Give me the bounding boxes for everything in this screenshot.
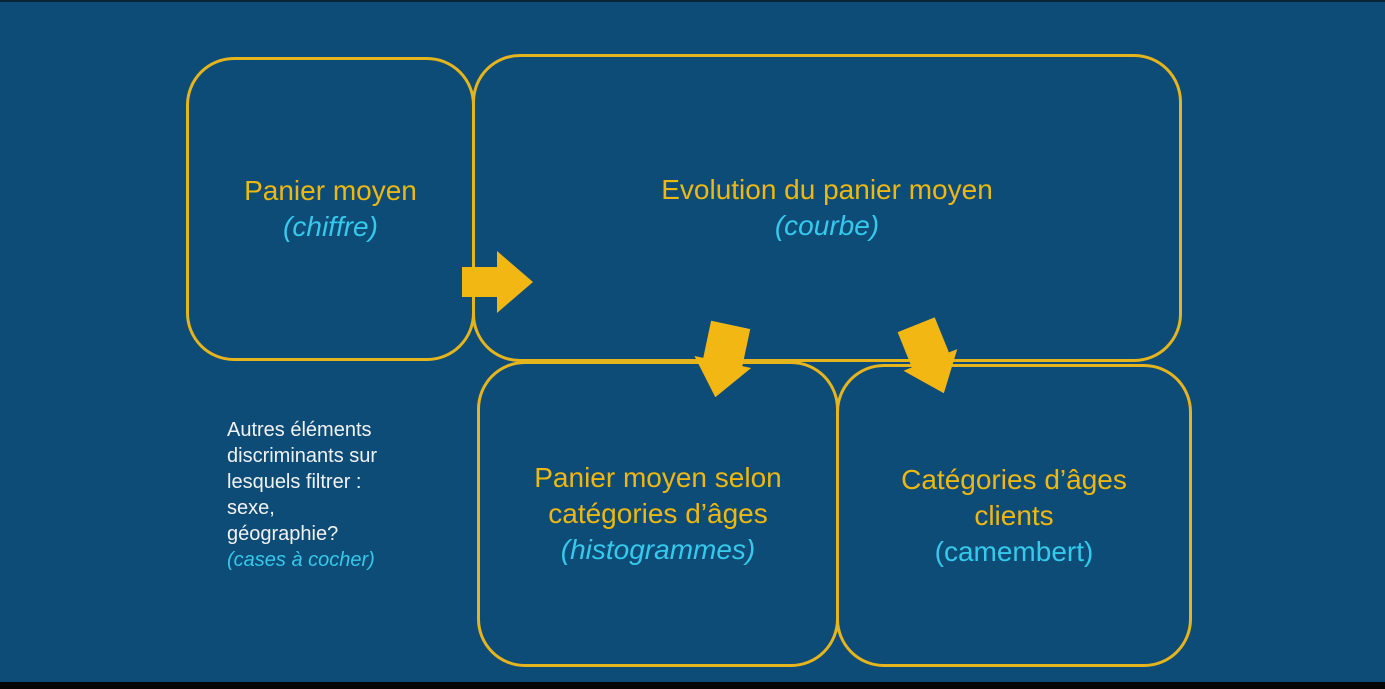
box-text: Evolution du panier moyen (courbe) xyxy=(475,172,1179,244)
note-line: géographie? xyxy=(227,523,339,545)
note-line: lesquels filtrer : xyxy=(227,471,362,493)
box-text: Panier moyen selon catégories d’âges (hi… xyxy=(480,460,836,568)
box-subtitle: (histogrammes) xyxy=(560,534,756,565)
box-title: Evolution du panier moyen xyxy=(661,174,993,205)
box-title-line-2: clients xyxy=(974,499,1054,531)
box-subtitle: (courbe) xyxy=(774,210,880,241)
bottom-edge-strip xyxy=(0,682,1385,689)
filter-note: Autres éléments discriminants sur lesque… xyxy=(227,417,437,573)
note-annotation: (cases à cocher) xyxy=(227,549,375,571)
box-categories-ages-clients: Catégories d’âges clients (camembert) xyxy=(836,364,1192,667)
box-panier-moyen: Panier moyen (chiffre) xyxy=(186,57,475,361)
note-line: Autres éléments xyxy=(227,419,372,441)
box-subtitle: (chiffre) xyxy=(283,211,378,242)
down-right-arrow-icon xyxy=(889,314,970,404)
box-title-line-2: catégories d’âges xyxy=(548,498,768,529)
box-text: Panier moyen (chiffre) xyxy=(189,173,472,245)
down-left-arrow-icon xyxy=(687,319,759,403)
box-title-line-1: Catégories d’âges xyxy=(901,463,1127,495)
note-line: discriminants sur xyxy=(227,445,378,467)
box-title-line-1: Panier moyen selon xyxy=(534,462,782,493)
box-panier-moyen-ages: Panier moyen selon catégories d’âges (hi… xyxy=(477,361,839,667)
box-text: Catégories d’âges clients (camembert) xyxy=(839,462,1189,570)
box-evolution-panier-moyen: Evolution du panier moyen (courbe) xyxy=(472,54,1182,362)
box-title: Panier moyen xyxy=(244,175,417,206)
right-arrow-icon xyxy=(462,251,533,313)
note-line: sexe, xyxy=(227,497,275,519)
box-subtitle: (camembert) xyxy=(934,535,1094,567)
top-edge-strip xyxy=(0,0,1385,2)
